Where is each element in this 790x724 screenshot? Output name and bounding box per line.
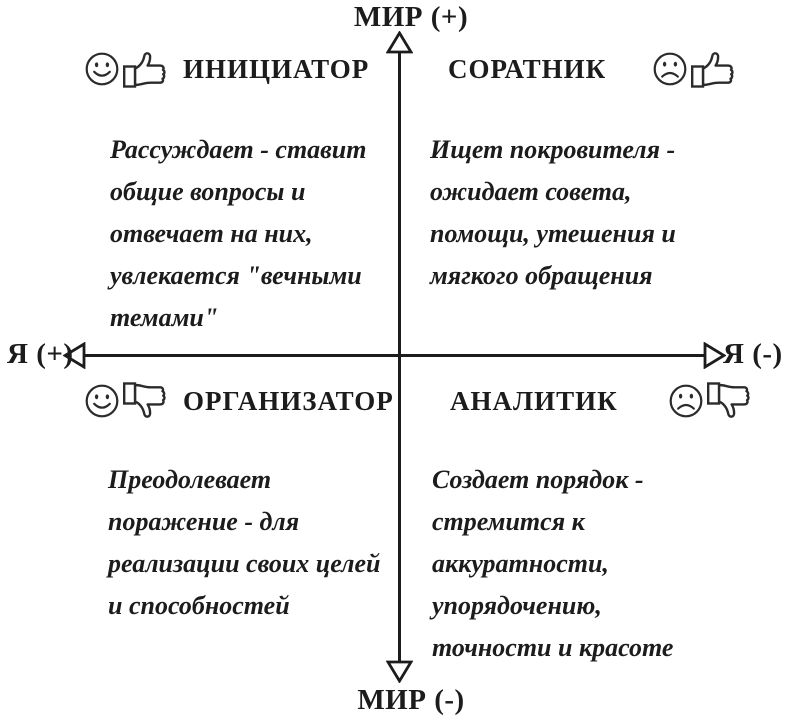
happy-face-icon — [85, 52, 119, 86]
axis-label-self-negative: Я (-) — [723, 338, 783, 370]
comrade-icons — [652, 49, 735, 89]
quadrant-description-initiator: Рассуждает - ставит общие вопросы и отве… — [110, 135, 367, 332]
quadrant-header-comrade: СОРАТНИК — [448, 46, 735, 92]
happy-face-icon — [85, 384, 119, 418]
quadrant-description-analyst: Создает порядок - стремится к аккуратнос… — [432, 465, 674, 662]
thumbs-down-icon — [122, 382, 166, 418]
arrow-down-icon — [386, 660, 413, 683]
analyst-icons — [668, 381, 751, 421]
thumbs-up-icon — [122, 52, 166, 88]
axis-label-world-negative: МИР (-) — [357, 684, 465, 716]
thumbs-up-icon — [691, 52, 734, 88]
thumbs-down-icon — [706, 382, 750, 418]
quadrant-header-analyst: АНАЛИТИК — [450, 378, 751, 424]
quadrant-title-analyst: АНАЛИТИК — [450, 385, 618, 416]
quadrant-description-organizer: Преодолевает поражение - для реализации … — [108, 465, 381, 620]
organizer-icons — [84, 381, 167, 421]
quadrant-description-comrade: Ищет покровителя - ожидает совета, помощ… — [430, 135, 676, 290]
arrow-left-icon — [63, 342, 86, 369]
initiator-icons — [84, 49, 167, 89]
quadrant-header-initiator: ИНИЦИАТОР — [84, 46, 369, 92]
axis-label-world-positive: МИР (+) — [353, 1, 469, 33]
arrow-right-icon — [703, 342, 726, 369]
axis-label-self-positive: Я (+) — [7, 338, 74, 370]
quadrant-title-comrade: СОРАТНИК — [448, 53, 607, 84]
arrow-up-icon — [386, 31, 413, 54]
quadrant-title-initiator: ИНИЦИАТОР — [183, 53, 370, 84]
sad-face-icon — [653, 52, 687, 86]
sad-face-icon — [669, 384, 703, 418]
quadrant-header-organizer: ОРГАНИЗАТОР — [84, 378, 394, 424]
horizontal-axis-line — [82, 354, 706, 357]
quadrant-title-organizer: ОРГАНИЗАТОР — [183, 385, 394, 416]
vertical-axis-line — [398, 50, 401, 666]
